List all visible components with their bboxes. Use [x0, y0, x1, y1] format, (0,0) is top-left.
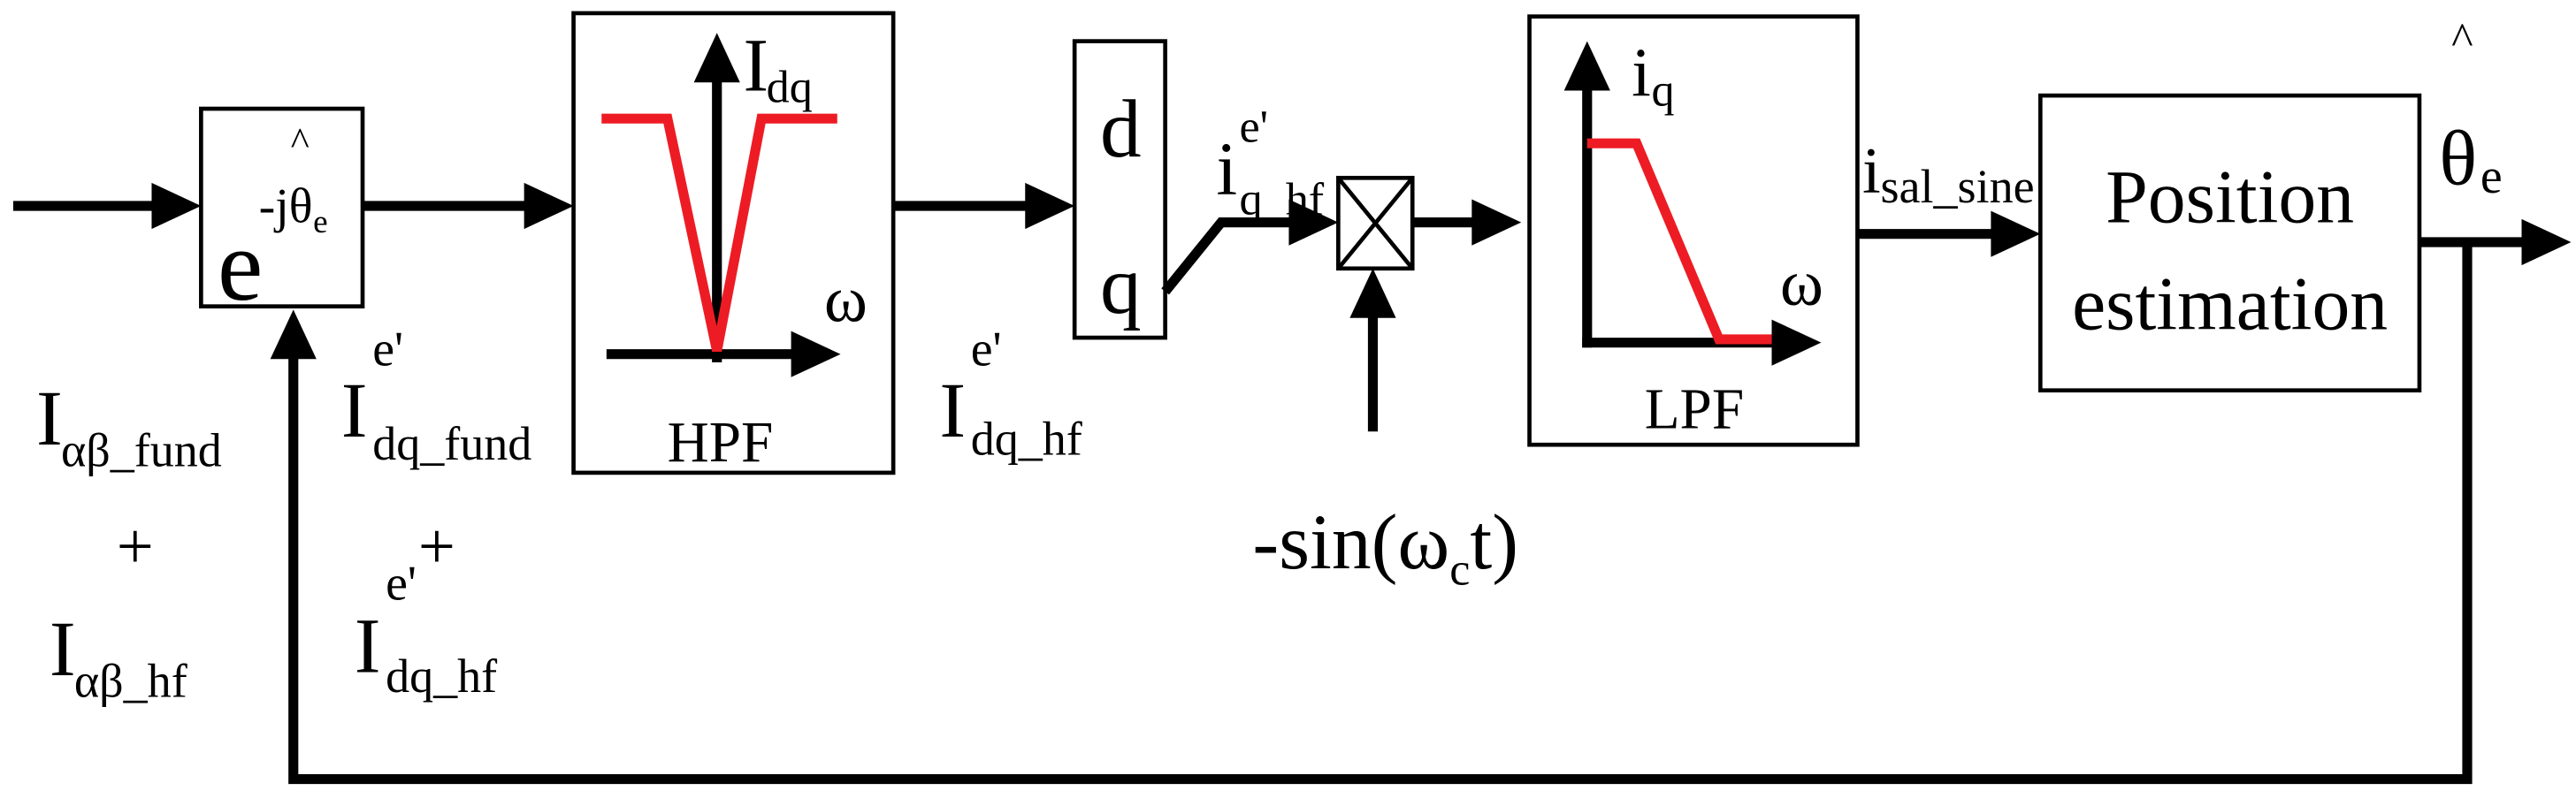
feedback-path — [270, 241, 2473, 785]
lpf-x-axis-arrowhead — [1771, 319, 1822, 366]
arrow-q-to-multiplier — [1161, 199, 1339, 295]
wire-q-to-multiplier — [1161, 217, 1293, 295]
arrowhead-lpf-to-position — [1991, 210, 2041, 257]
arrow-multiplier-to-lpf — [1412, 199, 1522, 246]
arrow-lpf-to-position — [1857, 210, 2041, 257]
rotation-expression: e -jθ e — [218, 179, 328, 323]
label-lpf-output: i sal_sine — [1862, 135, 2035, 213]
lpf-y-axis-label: i q — [1632, 34, 1674, 116]
label-q-output: i e' q_hf — [1216, 102, 1324, 224]
hpf-x-axis-arrowhead — [791, 331, 841, 377]
hpf-y-axis-arrowhead — [693, 33, 740, 83]
lpf-y-axis-arrowhead — [1563, 41, 1610, 91]
label-input-fund: I αβ_fund — [36, 375, 222, 476]
position-estimation-line1: Position — [2106, 156, 2354, 240]
label-rotated-fund: I e' dq_fund — [341, 323, 532, 470]
arrowhead-carrier — [1349, 268, 1396, 318]
arrow-hpf-to-dq — [893, 182, 1075, 230]
dq-block: d q — [1072, 39, 1167, 340]
estimate-hat: ^ — [2451, 15, 2473, 65]
dq-block-frame — [1072, 39, 1167, 340]
hpf-x-axis-label: ω — [824, 263, 868, 336]
hpf-response-curve — [601, 113, 837, 353]
hpf-y-axis-label: I dq — [744, 24, 813, 113]
position-estimation-block: Position estimation — [2037, 93, 2422, 393]
arrowhead-multiplier-to-lpf — [1471, 199, 1522, 246]
multiplier-block — [1336, 175, 1415, 271]
label-input-hf: I αβ_hf — [50, 605, 187, 707]
output-arrowhead — [2521, 218, 2572, 266]
feedback-wire — [288, 241, 2473, 785]
dq-q-label: q — [1100, 240, 1142, 331]
dq-d-label: d — [1100, 84, 1142, 175]
position-estimation-line2: estimation — [2072, 262, 2388, 346]
lpf-block: i q ω LPF — [1527, 14, 1860, 447]
hpf-block-frame — [571, 11, 896, 475]
label-estimate: θ e — [2439, 115, 2502, 204]
arrowhead-rotation-to-hpf — [524, 182, 574, 230]
label-carrier: -sin(ωct) — [1252, 498, 1518, 596]
hpf-label: HPF — [668, 411, 774, 475]
label-rotated-hf: I e' dq_hf — [355, 556, 497, 702]
arrowhead-hpf-to-dq — [1025, 182, 1075, 230]
lpf-response-curve — [1586, 138, 1772, 345]
lpf-x-axis-label: ω — [1780, 247, 1823, 320]
arrow-carrier-to-multiplier — [1349, 268, 1396, 432]
output-arrow — [2419, 218, 2572, 266]
label-hpf-output: I e' dq_hf — [939, 323, 1082, 466]
arrow-rotation-to-hpf — [363, 182, 574, 230]
lpf-label: LPF — [1645, 378, 1744, 442]
label-rotated-plus: + — [418, 511, 455, 583]
hpf-block: I dq ω HPF — [571, 11, 896, 475]
label-input-plus: + — [117, 511, 154, 583]
input-arrowhead — [151, 182, 202, 230]
input-arrow — [12, 182, 202, 230]
feedback-arrowhead — [270, 309, 317, 360]
rotation-block: e -jθ e ^ — [199, 106, 365, 323]
multiplier-cross-b — [1336, 176, 1415, 270]
rotation-hat: ^ — [291, 119, 310, 163]
arrowhead-q-to-multiplier — [1288, 199, 1339, 246]
